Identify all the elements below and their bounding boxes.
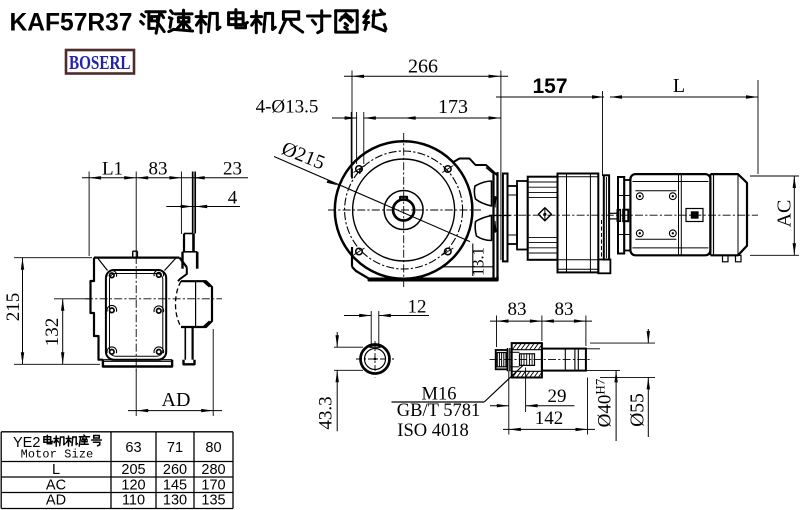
svg-text:110: 110 [122, 493, 145, 509]
svg-text:132: 132 [42, 318, 63, 347]
svg-text:80: 80 [205, 440, 221, 456]
svg-text:AC: AC [46, 478, 66, 494]
svg-text:280: 280 [201, 462, 225, 478]
svg-text:GB/T 5781: GB/T 5781 [397, 401, 480, 421]
svg-text:205: 205 [121, 462, 145, 478]
svg-text:4: 4 [228, 188, 238, 209]
svg-text:43.3: 43.3 [316, 396, 337, 429]
svg-text:157: 157 [532, 75, 567, 98]
svg-text:83: 83 [555, 299, 574, 320]
svg-text:260: 260 [163, 462, 187, 478]
svg-text:AD: AD [162, 389, 191, 411]
svg-text:L: L [673, 75, 685, 97]
svg-text:KAF57R37: KAF57R37 [10, 9, 133, 37]
svg-text:L: L [52, 462, 60, 478]
svg-text:173: 173 [438, 96, 468, 118]
svg-text:71: 71 [167, 440, 183, 456]
svg-text:29: 29 [548, 386, 567, 407]
svg-text:170: 170 [201, 478, 225, 494]
svg-text:YE2: YE2 [13, 435, 40, 451]
svg-text:83: 83 [149, 158, 168, 179]
svg-text:AD: AD [46, 493, 66, 509]
svg-text:266: 266 [408, 56, 438, 78]
svg-text:83: 83 [508, 299, 527, 320]
svg-text:120: 120 [121, 478, 145, 494]
svg-text:AC: AC [773, 200, 795, 228]
svg-text:23: 23 [223, 158, 242, 179]
svg-text:63: 63 [125, 440, 141, 456]
svg-text:215: 215 [3, 293, 24, 322]
svg-text:135: 135 [201, 493, 225, 509]
svg-text:Ø55: Ø55 [628, 393, 649, 427]
svg-text:130: 130 [163, 493, 187, 509]
svg-text:12: 12 [408, 297, 427, 318]
svg-text:145: 145 [163, 478, 187, 494]
svg-text:13.1: 13.1 [469, 247, 488, 276]
svg-text:Motor Size: Motor Size [21, 448, 94, 462]
svg-text:ISO 4018: ISO 4018 [397, 421, 468, 441]
svg-text:4-Ø13.5: 4-Ø13.5 [256, 97, 319, 118]
svg-text:BOSERL: BOSERL [69, 52, 131, 74]
svg-text:L1: L1 [102, 158, 123, 179]
svg-text:142: 142 [535, 408, 564, 429]
svg-text:M16: M16 [422, 385, 457, 405]
